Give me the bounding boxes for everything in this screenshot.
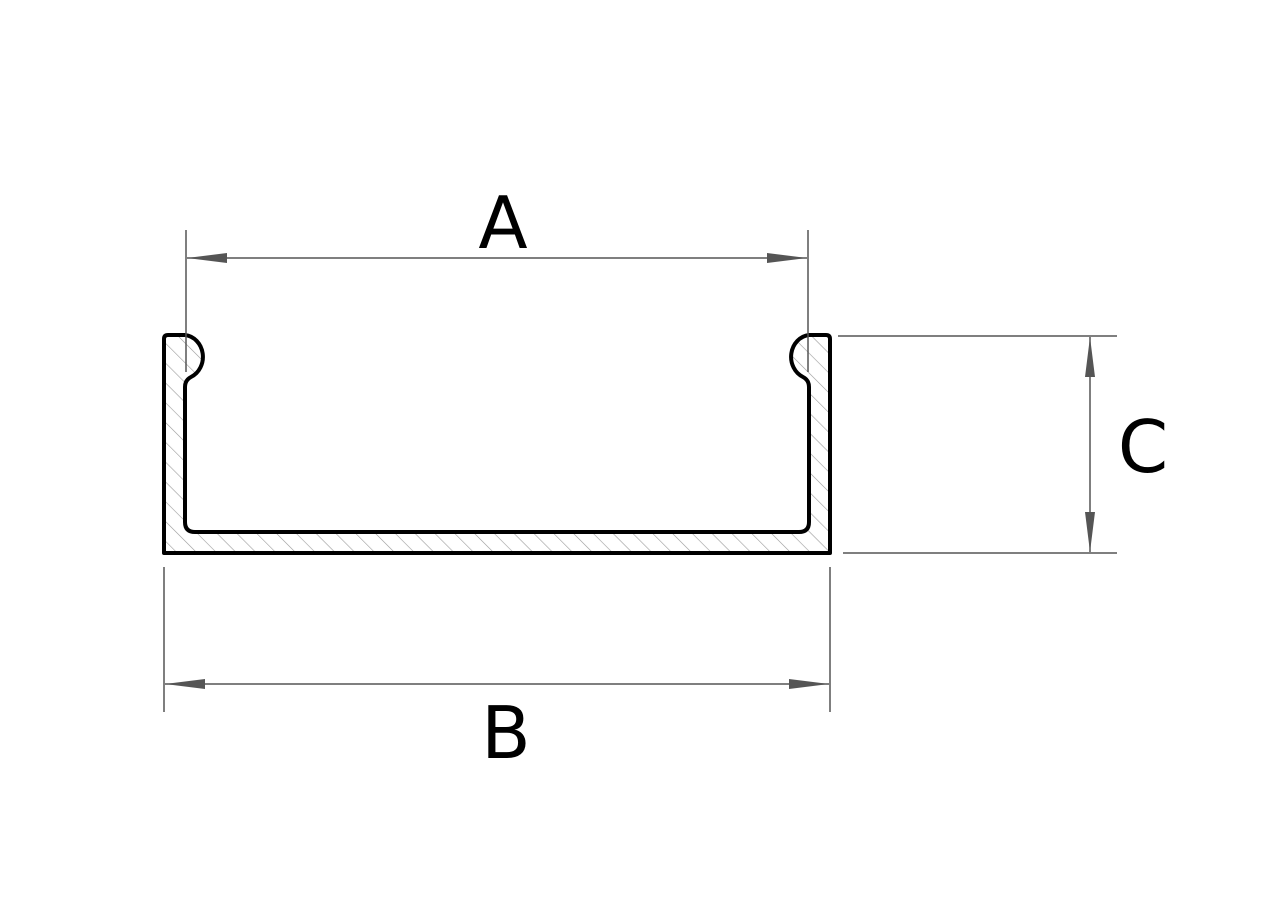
label-a: A bbox=[478, 181, 527, 265]
label-c: C bbox=[1118, 405, 1168, 489]
channel-profile bbox=[162, 333, 832, 555]
dimension-a: A bbox=[185, 181, 809, 372]
dimension-c: C bbox=[838, 335, 1168, 554]
label-b: B bbox=[481, 691, 530, 775]
dimension-b: B bbox=[163, 567, 831, 775]
